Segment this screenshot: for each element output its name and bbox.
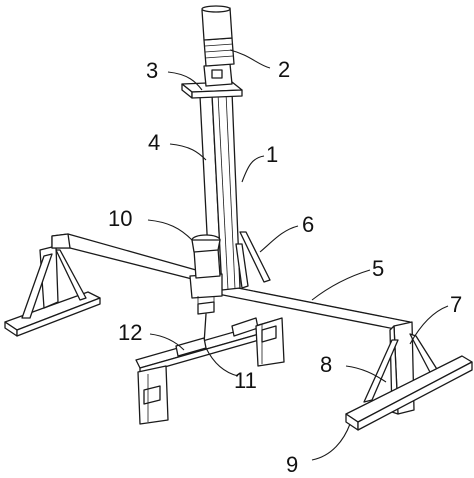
- label-4: 4: [148, 130, 160, 155]
- label-8: 8: [320, 352, 332, 377]
- number-labels: 2 3 4 1 6 5 7 8 9 10 11 12: [108, 57, 462, 477]
- label-9: 9: [286, 452, 298, 477]
- lower-arm-part: [135, 317, 285, 425]
- top-head-part: [181, 5, 243, 99]
- left-base-part: [4, 233, 197, 337]
- label-11: 11: [234, 368, 257, 393]
- label-1: 1: [266, 142, 278, 167]
- label-7: 7: [450, 292, 462, 317]
- right-base-part: [345, 321, 473, 431]
- leader-lines: [147, 49, 449, 461]
- label-3: 3: [146, 58, 158, 83]
- label-6: 6: [302, 212, 314, 237]
- label-5: 5: [372, 256, 384, 281]
- label-10: 10: [108, 206, 132, 231]
- label-12: 12: [118, 320, 142, 345]
- mid-motor-part-10: [189, 234, 223, 345]
- label-2: 2: [278, 57, 290, 82]
